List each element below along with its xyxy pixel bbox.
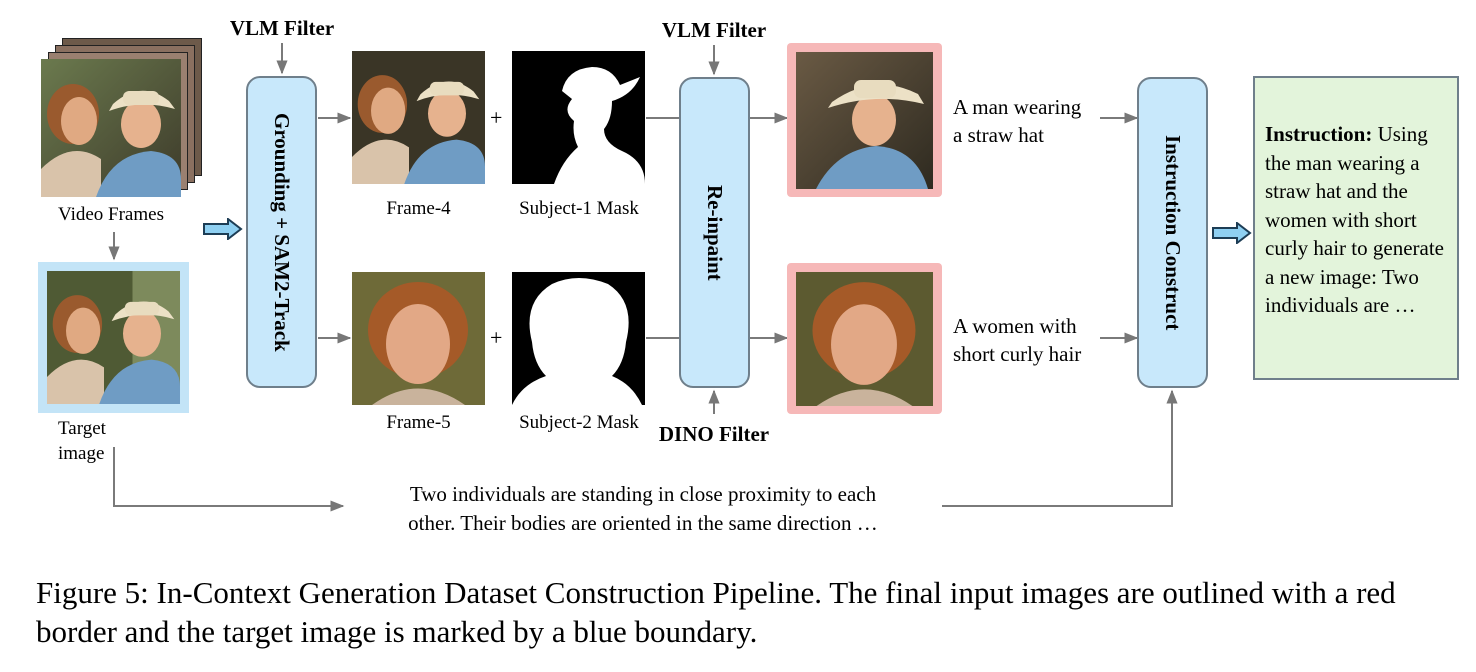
reinpaint-label: Re-inpaint	[703, 184, 727, 281]
instruction-output-box: Instruction: Using the man wearing a str…	[1253, 76, 1459, 380]
dino-filter-label: DINO Filter	[658, 422, 770, 446]
subject-2-mask-image	[512, 272, 645, 405]
frame-5-photo	[352, 272, 485, 405]
plus-sign-2: +	[490, 325, 503, 350]
grounding-sam2-track-label: Grounding + SAM2-Track	[270, 112, 294, 352]
output-2-image	[796, 272, 933, 406]
target-image-label: Target image	[58, 418, 106, 464]
caption-1-text: A man wearing a straw hat	[953, 95, 1082, 147]
output-1-image	[796, 52, 933, 189]
grounding-sam2-track-box: Grounding + SAM2-Track	[246, 76, 317, 388]
frame-4-image	[352, 51, 485, 184]
video-frame-image	[41, 59, 181, 197]
subject-2-mask-label: Subject-2 Mask	[519, 412, 639, 433]
instruction-construct-box: Instruction Construct	[1137, 77, 1208, 388]
hollow-arrow-right	[1212, 222, 1252, 244]
plus-sign-1: +	[490, 105, 503, 130]
caption-2-text: A women with short curly hair	[953, 314, 1082, 366]
subject-1-mask-label: Subject-1 Mask	[519, 198, 639, 219]
man-straw-hat-photo	[796, 52, 933, 189]
video-frames-label: Video Frames	[58, 204, 164, 225]
vlm-filter-2-label: VLM Filter	[661, 18, 767, 42]
frame-5-label: Frame-5	[386, 412, 451, 433]
subject-2-mask-silhouette	[512, 272, 645, 405]
subject-1-mask-silhouette	[512, 51, 645, 184]
vlm-filter-1-label: VLM Filter	[229, 16, 335, 40]
target-image	[47, 271, 180, 404]
frame-5-image	[352, 272, 485, 405]
scene-description-text: Two individuals are standing in close pr…	[408, 482, 878, 535]
arrow-target-to-description	[113, 447, 345, 512]
reinpaint-box: Re-inpaint	[679, 77, 750, 388]
instruction-construct-label: Instruction Construct	[1161, 134, 1185, 331]
figure-caption: Figure 5: In-Context Generation Dataset …	[36, 575, 1396, 649]
woman-curly-hair-photo	[796, 272, 933, 406]
instruction-heading: Instruction:	[1265, 122, 1373, 146]
couple-photo	[41, 59, 181, 197]
frame-4-label: Frame-4	[386, 198, 451, 219]
subject-1-mask-image	[512, 51, 645, 184]
instruction-body: Using the man wearing a straw hat and th…	[1265, 122, 1444, 317]
frame-4-photo	[352, 51, 485, 184]
arrow-description-to-ic	[942, 389, 1178, 507]
target-couple-photo	[47, 271, 180, 404]
hollow-arrow-left	[203, 218, 243, 240]
